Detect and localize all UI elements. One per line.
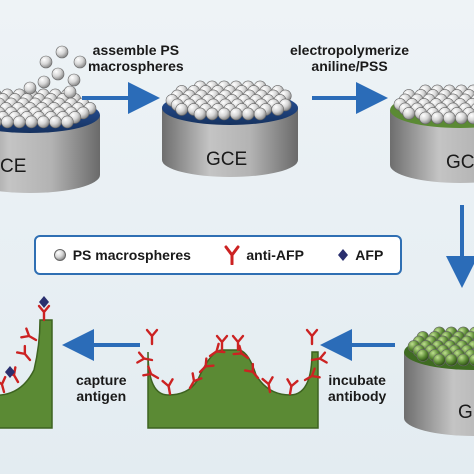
anti-afp-antibody <box>20 327 38 342</box>
ps-sphere <box>431 111 444 125</box>
falling-sphere <box>37 75 51 89</box>
anti-afp-antibody <box>198 357 215 374</box>
anti-afp-antibody <box>188 372 203 390</box>
anti-afp-antibody <box>142 365 160 380</box>
ps-sphere <box>205 107 219 121</box>
step-label-incubate: incubate antibody <box>328 372 386 404</box>
anti-afp-antibody <box>310 351 328 364</box>
captured-antigen-complexes <box>0 296 51 394</box>
legend-antibody-label: anti-AFP <box>246 247 304 263</box>
ps-sphere <box>253 107 267 121</box>
legend-afp-label: AFP <box>355 247 384 263</box>
afp-antigen <box>5 366 15 378</box>
electrode-label-2: GCE <box>206 149 247 170</box>
cross-section-antigen-film <box>0 319 53 429</box>
ps-sphere <box>25 115 38 129</box>
anti-afp-antibody <box>15 344 32 362</box>
ps-sphere <box>443 111 456 125</box>
ps-sphere <box>49 115 62 129</box>
legend-item-ps: PS macrospheres <box>53 247 191 263</box>
falling-sphere <box>73 55 87 69</box>
electrode-porous-film: G <box>404 326 474 436</box>
electrode-bare-with-spheres: CE <box>0 88 100 193</box>
pore <box>457 353 470 367</box>
anti-afp-antibody <box>37 304 51 322</box>
incubate-label-text: incubate antibody <box>328 372 387 404</box>
legend-ps-label: PS macrospheres <box>72 247 191 263</box>
legend-item-afp: AFP <box>337 247 383 263</box>
sphere-icon <box>53 249 66 261</box>
anti-afp-antibody <box>215 334 229 352</box>
falling-sphere <box>51 67 65 81</box>
falling-ps-macrospheres <box>23 45 87 99</box>
ps-macrospheres-monolayer <box>165 80 292 121</box>
antibody-icon <box>224 245 240 265</box>
legend-item-antibody: anti-AFP <box>224 245 304 265</box>
ps-sphere <box>13 115 26 129</box>
anti-afp-antibody <box>232 344 250 360</box>
falling-sphere <box>63 85 77 99</box>
ps-sphere <box>193 107 207 121</box>
ps-sphere <box>229 107 243 121</box>
ps-sphere <box>217 107 231 121</box>
anti-afp-antibody <box>208 342 226 358</box>
anti-afp-antibody <box>231 334 245 352</box>
falling-sphere <box>67 73 81 87</box>
antigen-diamond-icon <box>338 249 349 261</box>
capture-label-text: capture antigen <box>76 372 127 404</box>
step-label-capture: capture antigen <box>76 372 127 404</box>
ps-sphere <box>1 115 14 129</box>
step-label-electropolymerize: electropolymerize aniline/PSS <box>290 42 409 74</box>
anti-afp-antibody <box>305 328 319 346</box>
anti-afp-antibody <box>0 375 7 394</box>
anti-afp-antibody <box>303 367 321 382</box>
ps-sphere <box>61 115 74 129</box>
ps-sphere <box>271 103 285 116</box>
electrode-label-3: GC <box>446 152 474 173</box>
porous-film-cavities <box>407 326 474 367</box>
anti-afp-antibody <box>136 351 154 364</box>
anti-afp-antibodies <box>136 328 328 396</box>
falling-sphere <box>39 55 53 69</box>
electrode-label-4: G <box>458 402 473 423</box>
pore <box>416 349 430 362</box>
ps-sphere <box>455 111 468 125</box>
anti-afp-antibody <box>145 328 159 346</box>
assemble-label-text: assemble PS macrospheres <box>88 42 184 74</box>
anti-afp-antibody <box>161 378 174 396</box>
falling-sphere <box>55 45 69 59</box>
legend-box: PS macrospheres anti-AFP AFP <box>34 235 402 275</box>
pore <box>469 353 474 367</box>
electrode-label-1: CE <box>0 156 26 177</box>
ps-sphere <box>241 107 255 121</box>
afp-antigen <box>39 296 49 308</box>
ps-sphere <box>419 111 432 125</box>
pore <box>445 353 458 367</box>
electropolymerize-label-text: electropolymerize aniline/PSS <box>290 42 410 74</box>
ps-sphere <box>467 111 474 125</box>
pore <box>433 353 446 367</box>
ps-sphere <box>402 107 416 120</box>
anti-afp-antibody <box>286 378 299 396</box>
electrode-gce-assembled: GCE <box>162 80 298 177</box>
embedded-spheres-layer <box>393 84 474 125</box>
electrode-polyaniline-film: GC <box>390 84 474 183</box>
anti-afp-antibody <box>261 376 274 394</box>
cross-section-antibody-film <box>147 349 319 429</box>
ps-sphere <box>175 103 189 116</box>
anti-afp-antibody <box>243 362 260 380</box>
falling-sphere <box>23 81 37 95</box>
step-label-assemble: assemble PS macrospheres <box>88 42 184 74</box>
ps-sphere <box>37 115 50 129</box>
